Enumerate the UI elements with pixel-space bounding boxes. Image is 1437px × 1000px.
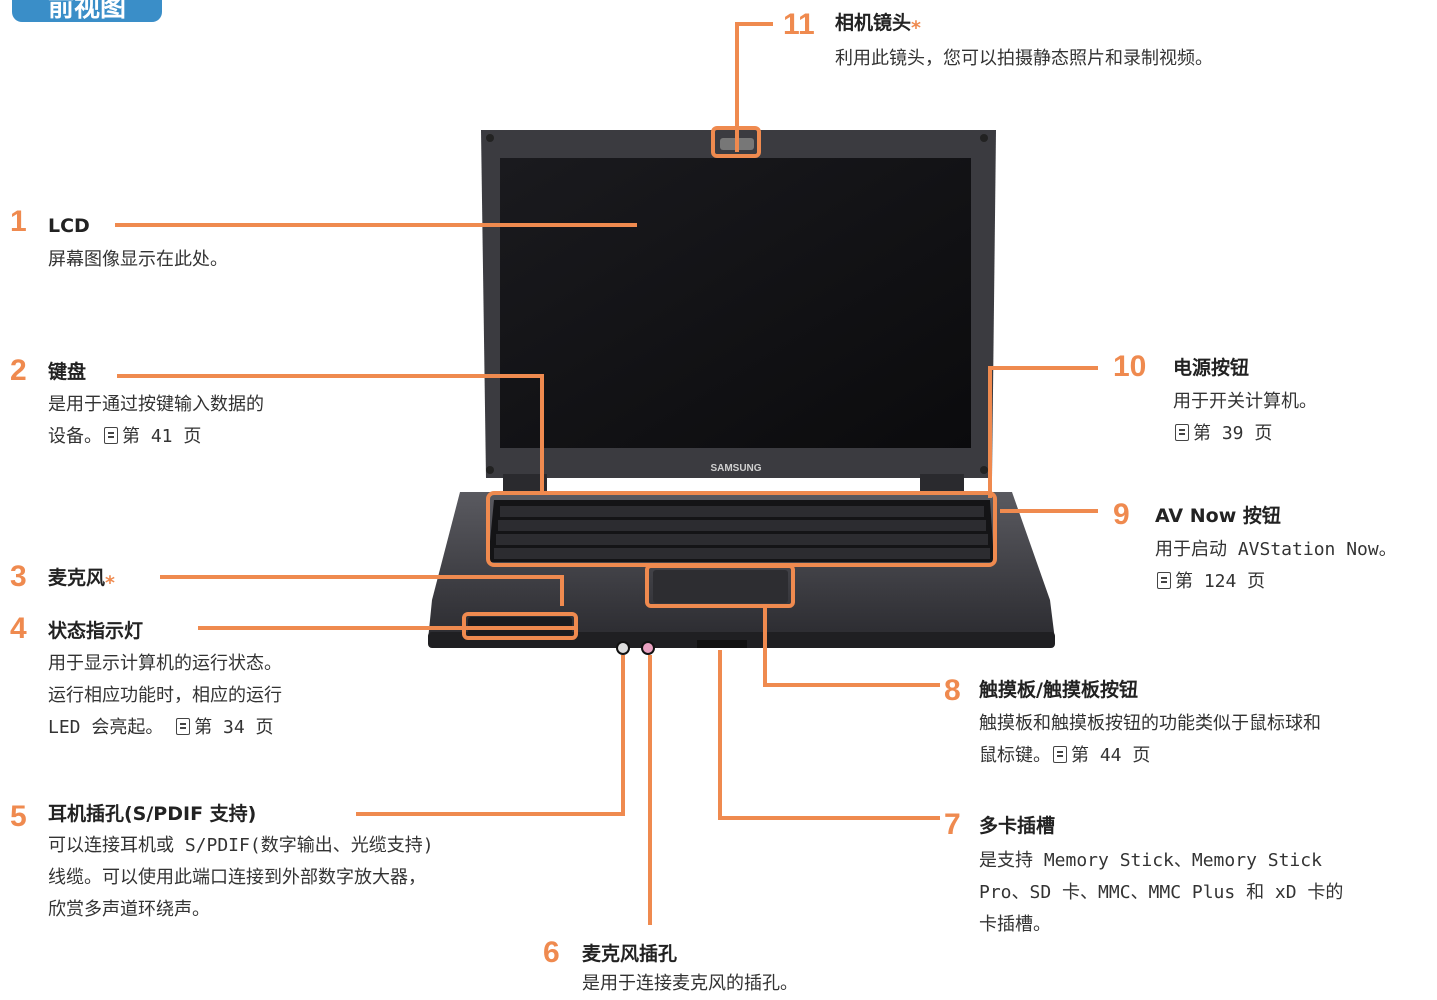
touchpad-title: 触摸板/触摸板按钮 [979, 679, 1138, 701]
page-ref-icon [176, 718, 191, 735]
page-ref-icon [1175, 424, 1189, 441]
desc-line: 屏幕图像显示在此处。 [48, 249, 228, 270]
callout-number-7: 7 [944, 808, 961, 841]
callout-number-4: 4 [10, 612, 27, 645]
desc-line: 是支持 Memory Stick、Memory Stick [979, 850, 1322, 871]
callout-number-9: 9 [1113, 498, 1130, 531]
callout-number-8: 8 [944, 674, 961, 707]
headphone-jack-title: 耳机插孔(S/PDIF 支持) [48, 803, 257, 825]
headphone-jack-desc: 可以连接耳机或 S/PDIF(数字输出、光缆支持) 线缆。可以使用此端口连接到外… [48, 830, 434, 926]
desc-line: 运行相应功能时，相应的运行 [48, 685, 282, 706]
desc-line-with-ref: 第 39 页 [1173, 418, 1317, 450]
lcd-title: LCD [48, 215, 90, 237]
callout-lines [115, 22, 1098, 925]
power-button-title: 电源按钮 [1173, 357, 1250, 379]
page-ref: 第 34 页 [194, 717, 274, 738]
desc-line: 利用此镜头，您可以拍摄静态照片和录制视频。 [835, 48, 1213, 69]
av-now-title: AV Now 按钮 [1155, 505, 1281, 527]
touchpad [653, 570, 788, 603]
touchpad-desc: 触摸板和触摸板按钮的功能类似于鼠标球和 鼠标键。第 44 页 [979, 708, 1321, 772]
camera-lens-desc: 利用此镜头，您可以拍摄静态照片和录制视频。 [835, 43, 1213, 75]
desc-line: 用于启动 AVStation Now。 [1155, 539, 1397, 560]
status-indicator-title: 状态指示灯 [48, 620, 144, 642]
callout-number-5: 5 [10, 800, 27, 833]
page-ref-icon [1157, 572, 1171, 589]
keyboard-title: 键盘 [48, 361, 87, 383]
desc-line: Pro、SD 卡、MMC、MMC Plus 和 xD 卡的 [979, 882, 1344, 903]
desc-line: 可以连接耳机或 S/PDIF(数字输出、光缆支持) [48, 835, 434, 856]
brand-logo: SAMSUNG [710, 463, 761, 474]
av-now-desc: 用于启动 AVStation Now。 第 124 页 [1155, 534, 1397, 598]
card-slot-title: 多卡插槽 [979, 815, 1056, 837]
page-ref-icon [104, 427, 118, 444]
desc-line-with-ref: 设备。第 41 页 [48, 426, 202, 447]
page-ref-icon [1053, 746, 1067, 763]
callout-number-3: 3 [10, 560, 27, 593]
callout-number-1: 1 [10, 205, 27, 238]
optional-star-icon: ⁎ [105, 567, 115, 589]
desc-line: 触摸板和触摸板按钮的功能类似于鼠标球和 [979, 713, 1321, 734]
microphone-title-text: 麦克风 [48, 567, 106, 589]
status-indicator-desc: 用于显示计算机的运行状态。 运行相应功能时，相应的运行 LED 会亮起。 第 3… [48, 648, 282, 744]
card-slot [697, 640, 747, 648]
lcd-desc: 屏幕图像显示在此处。 [48, 244, 228, 276]
desc-line: 是用于连接麦克风的插孔。 [582, 973, 798, 994]
desc-line: 是用于通过按键输入数据的 [48, 394, 264, 415]
desc-line: 线缆。可以使用此端口连接到外部数字放大器， [48, 867, 426, 888]
lcd-screen [500, 158, 971, 448]
desc-line: 用于开关计算机。 [1173, 391, 1317, 412]
desc-line-with-ref: LED 会亮起。 第 34 页 [48, 717, 274, 738]
headphone-jack [616, 641, 630, 655]
desc-line: 欣赏多声道环绕声。 [48, 899, 210, 920]
microphone-jack [641, 641, 655, 655]
section-title: 前视图 [47, 0, 126, 22]
camera-lens-title: 相机镜头⁎ [835, 9, 921, 37]
card-slot-desc: 是支持 Memory Stick、Memory Stick Pro、SD 卡、M… [979, 845, 1343, 941]
callout-number-6: 6 [543, 936, 560, 969]
desc-line-with-ref: 第 124 页 [1155, 566, 1397, 598]
page-ref: 第 124 页 [1175, 571, 1266, 592]
mic-jack-desc: 是用于连接麦克风的插孔。 [582, 968, 798, 1000]
optional-star-icon: ⁎ [911, 12, 921, 34]
mic-jack-title: 麦克风插孔 [582, 943, 678, 965]
callout-number-2: 2 [10, 354, 27, 387]
power-button-desc: 用于开关计算机。 第 39 页 [1173, 386, 1317, 450]
desc-line: 卡插槽。 [979, 914, 1051, 935]
callout-number-11: 11 [783, 8, 815, 41]
keyboard-desc: 是用于通过按键输入数据的 设备。第 41 页 [48, 389, 264, 453]
desc-line-with-ref: 鼠标键。第 44 页 [979, 745, 1151, 766]
callout-number-10: 10 [1113, 350, 1147, 383]
page-ref: 第 41 页 [122, 426, 202, 447]
camera-lens-title-text: 相机镜头 [835, 12, 912, 34]
microphone-title: 麦克风⁎ [48, 564, 115, 592]
page-ref: 第 44 页 [1071, 745, 1151, 766]
desc-line: 用于显示计算机的运行状态。 [48, 653, 282, 674]
section-title-tab: 前视图 [12, 0, 162, 22]
page-ref: 第 39 页 [1193, 423, 1273, 444]
